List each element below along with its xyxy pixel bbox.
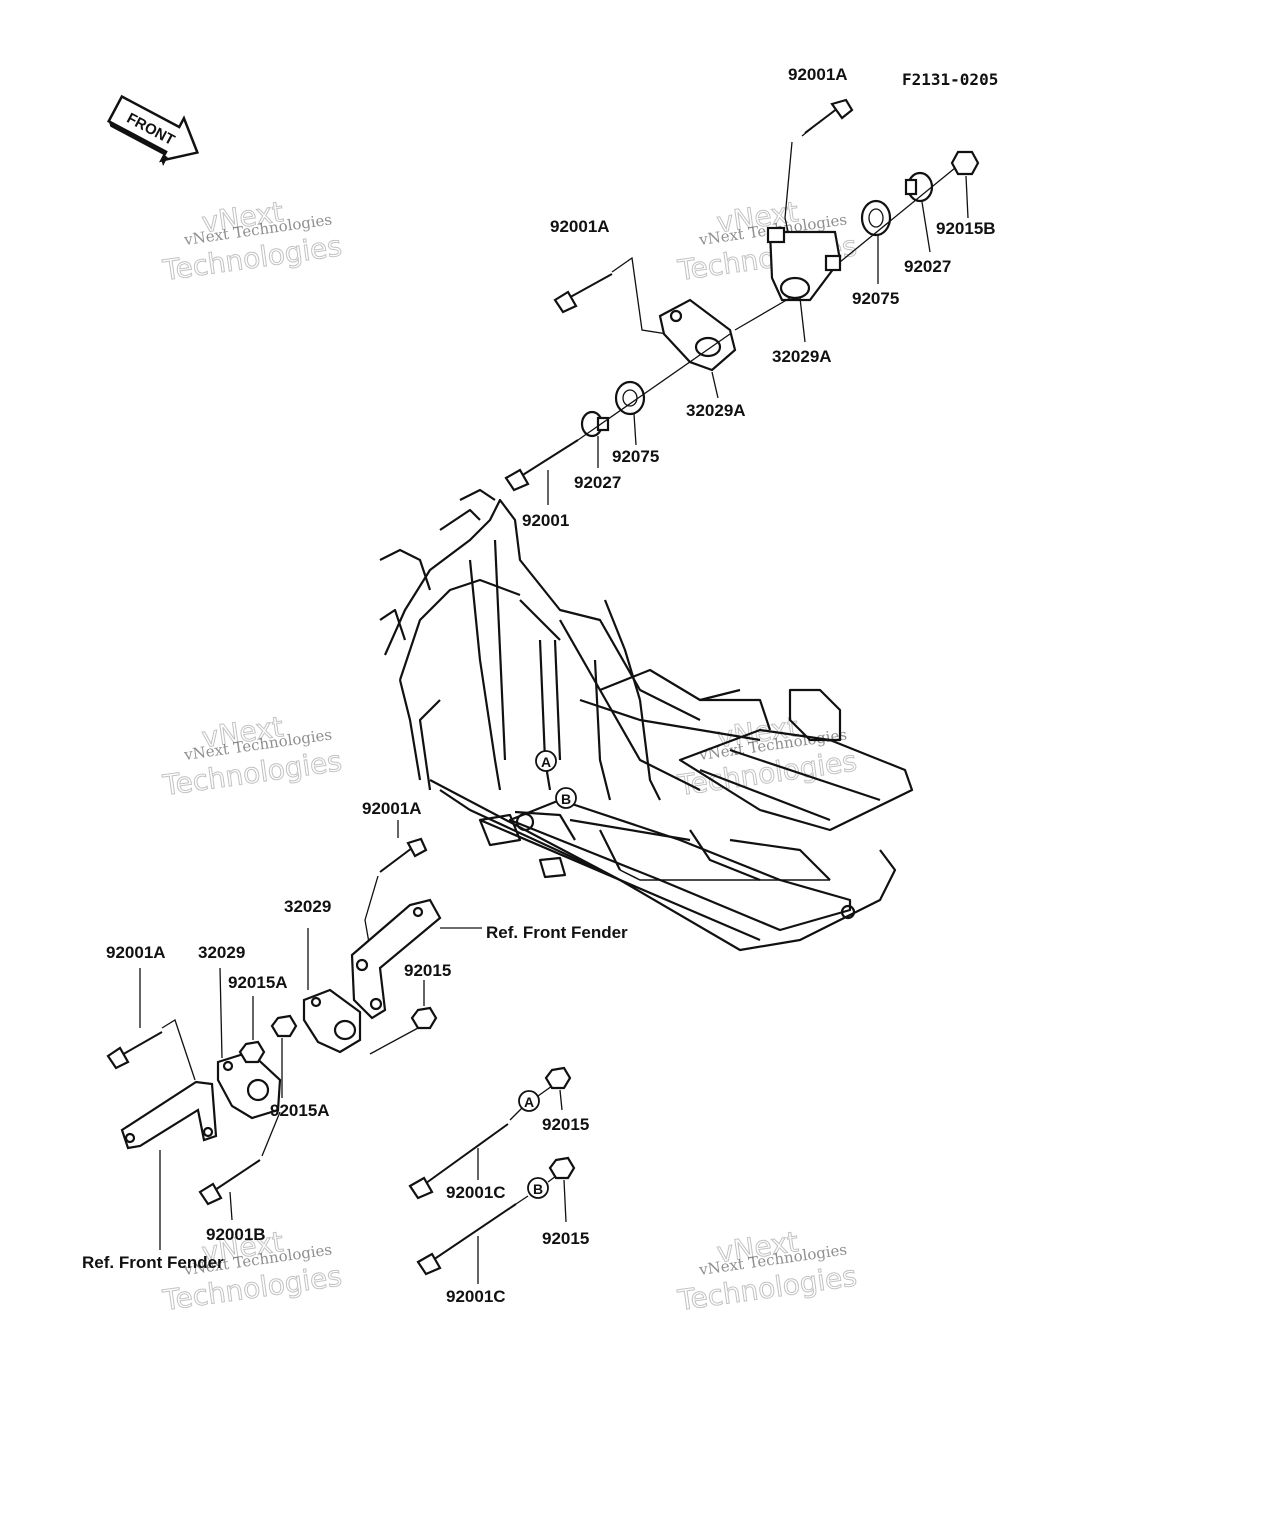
bolt-92001a-upper-left — [553, 256, 681, 337]
label-leaders-upper — [547, 175, 969, 505]
nut-92015-b — [548, 1156, 576, 1223]
nut-92015a-right — [270, 1014, 298, 1098]
label-92015a-top: 92015A — [228, 973, 288, 992]
label-92001c-a: 92001C — [446, 1183, 506, 1202]
bolt-92001a-top — [784, 98, 854, 241]
leader-right-axis — [839, 167, 956, 263]
label-92001a-top: 92001A — [788, 65, 848, 84]
nut-92015a-left — [238, 996, 266, 1064]
label-92015b: 92015B — [936, 219, 996, 238]
nut-92015b — [950, 150, 980, 176]
bolt-92001 — [504, 439, 579, 492]
label-92001a-left: 92001A — [106, 943, 166, 962]
leader-upper — [734, 297, 791, 331]
svg-text:B: B — [533, 1181, 543, 1197]
bolt-92001b — [198, 1111, 281, 1221]
damper-92075-left — [614, 380, 646, 416]
plate-32029-left — [216, 967, 282, 1120]
ref-front-fender-right: Ref. Front Fender — [486, 923, 628, 942]
bolt-92001a-left — [106, 968, 196, 1081]
bracket-32029a-left — [658, 298, 737, 372]
bolt-92001c-b — [416, 1175, 557, 1284]
label-92015-a: 92015 — [542, 1115, 589, 1134]
damper-92075-right — [860, 199, 892, 237]
plate-32029 — [302, 928, 362, 1054]
label-92001: 92001 — [522, 511, 569, 530]
watermark-1: vNext vNext Technologies Technologies — [160, 195, 345, 288]
leader-left-axis — [577, 333, 731, 441]
bolt-92001c-a — [408, 1085, 553, 1200]
label-92015a-bottom: 92015A — [270, 1101, 330, 1120]
part-labels: 92001A 92001A 32029A 32029A 92075 92027 … — [82, 65, 996, 1306]
bracket-32029a-right — [766, 226, 842, 302]
label-92001c-b: 92001C — [446, 1287, 506, 1306]
label-92075-right: 92075 — [852, 289, 899, 308]
label-92075-left: 92075 — [612, 447, 659, 466]
marker-a-frame: A — [535, 750, 557, 772]
collar-92027-right — [904, 171, 934, 203]
nut-92015-right — [369, 980, 438, 1055]
nut-92015-a — [544, 1066, 572, 1111]
watermark-3: vNext vNext Technologies Technologies — [160, 710, 345, 803]
svg-text:A: A — [524, 1094, 534, 1110]
label-32029-fender: 32029 — [284, 897, 331, 916]
atv-frame — [379, 488, 914, 952]
label-92027-left: 92027 — [574, 473, 621, 492]
label-92015-right: 92015 — [404, 961, 451, 980]
ref-front-fender-left: Ref. Front Fender — [82, 1253, 224, 1272]
label-32029a-right: 32029A — [772, 347, 832, 366]
collar-92027-left — [580, 410, 610, 438]
marker-b-frame: B — [555, 787, 577, 809]
label-32029a-left: 32029A — [686, 401, 746, 420]
marker-a-bolt: A — [518, 1090, 540, 1112]
label-92001a-middle: 92001A — [362, 799, 422, 818]
label-92015-b: 92015 — [542, 1229, 589, 1248]
bracket-fender-left — [120, 1080, 218, 1250]
front-arrow-icon: FRONT — [107, 94, 200, 166]
svg-text:A: A — [541, 754, 551, 770]
drawing-code: F2131-0205 — [902, 70, 998, 89]
watermark-6: vNext vNext Technologies Technologies — [675, 1225, 860, 1318]
label-92027-right: 92027 — [904, 257, 951, 276]
marker-b-bolt: B — [527, 1177, 549, 1199]
label-32029-left: 32029 — [198, 943, 245, 962]
bracket-32029-fender — [350, 898, 482, 1020]
label-92001b: 92001B — [206, 1225, 266, 1244]
label-92001a-upper-left: 92001A — [550, 217, 610, 236]
svg-text:B: B — [561, 791, 571, 807]
